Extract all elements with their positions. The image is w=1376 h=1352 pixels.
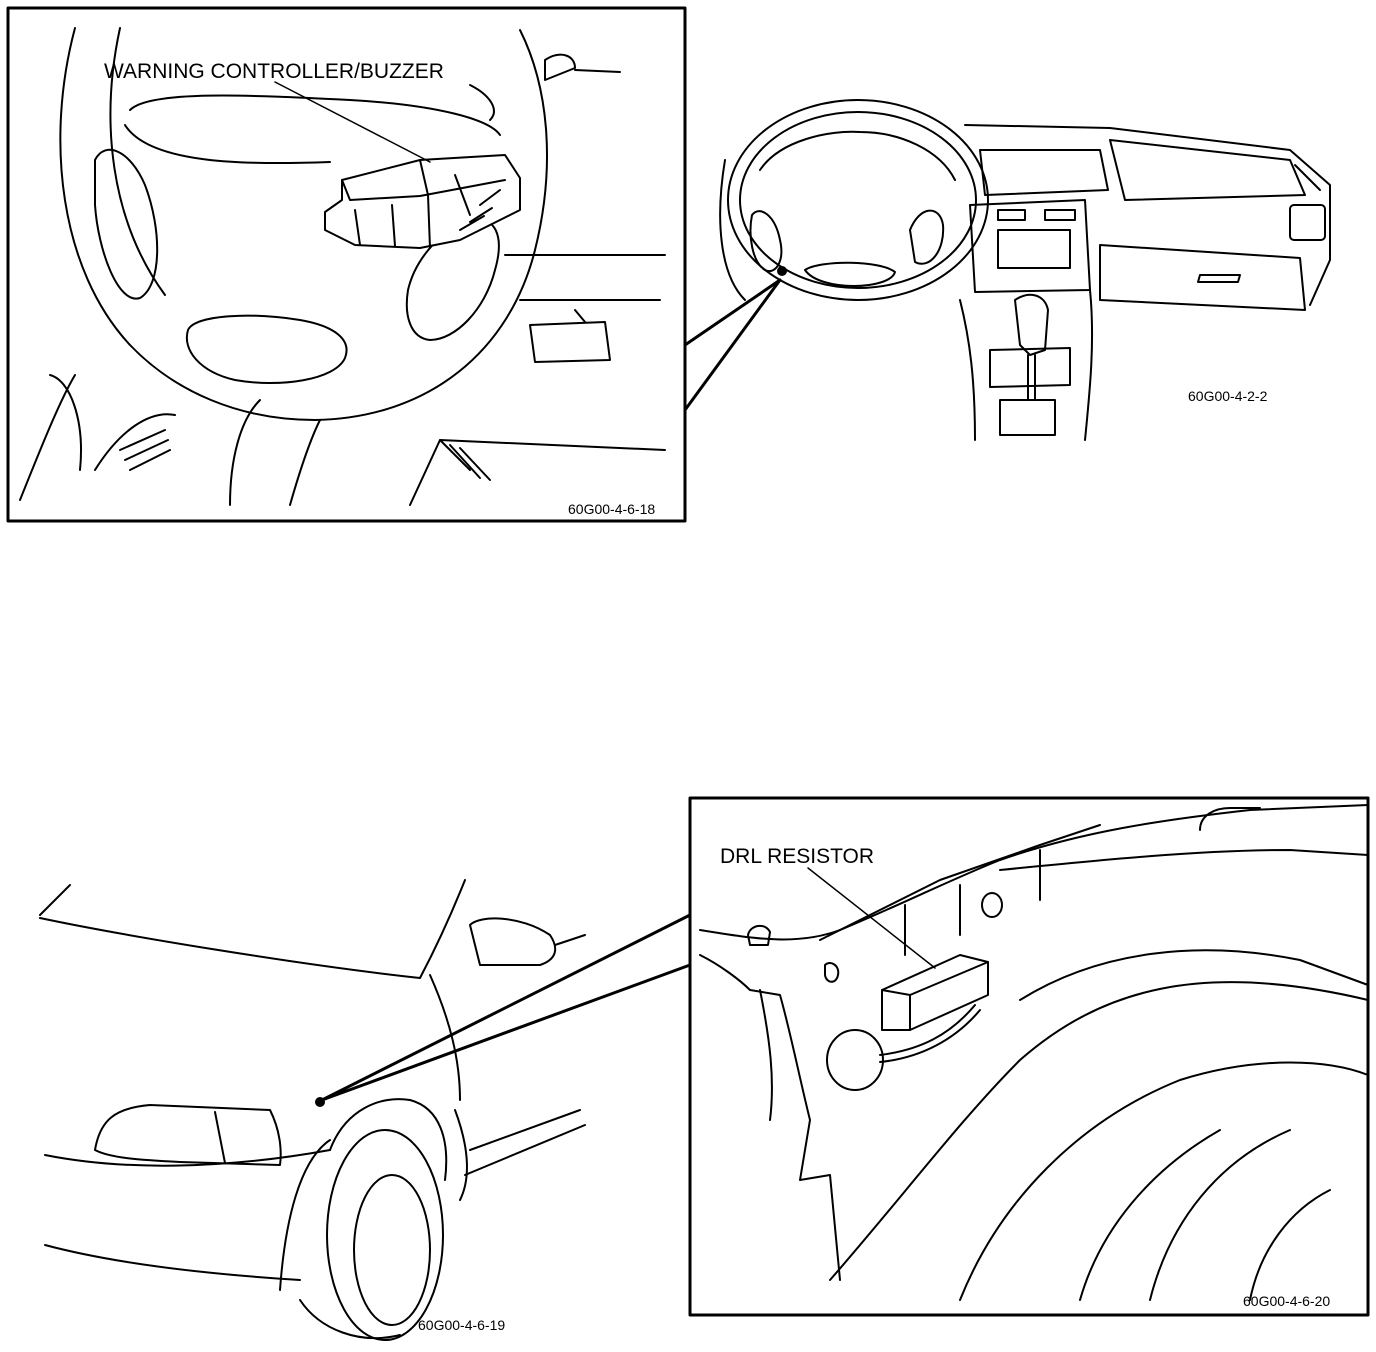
controller-leader-line [274, 81, 431, 163]
figure-id-top-detail: 60G00-4-6-18 [568, 501, 656, 517]
figure-id-bottom-detail: 60G00-4-6-20 [1243, 1293, 1331, 1309]
drl-resistor-detail-view [688, 796, 1370, 1317]
figure-id-top-overview: 60G00-4-2-2 [1188, 388, 1268, 404]
detail-frame-top [6, 6, 687, 523]
dashboard-overview [719, 99, 1331, 441]
warning-controller-buzzer-label: WARNING CONTROLLER/BUZZER [104, 60, 444, 83]
detail-frame-bottom [688, 796, 1370, 1317]
resistor-leader-line [807, 867, 936, 969]
car-front-overview [39, 879, 586, 1341]
bottom-pointer-lines [320, 913, 692, 1102]
warning-controller-detail-view [6, 6, 687, 523]
top-pointer-lines [683, 278, 782, 412]
figure-id-bottom-overview: 60G00-4-6-19 [418, 1317, 506, 1333]
drl-resistor-label: DRL RESISTOR [720, 845, 875, 868]
